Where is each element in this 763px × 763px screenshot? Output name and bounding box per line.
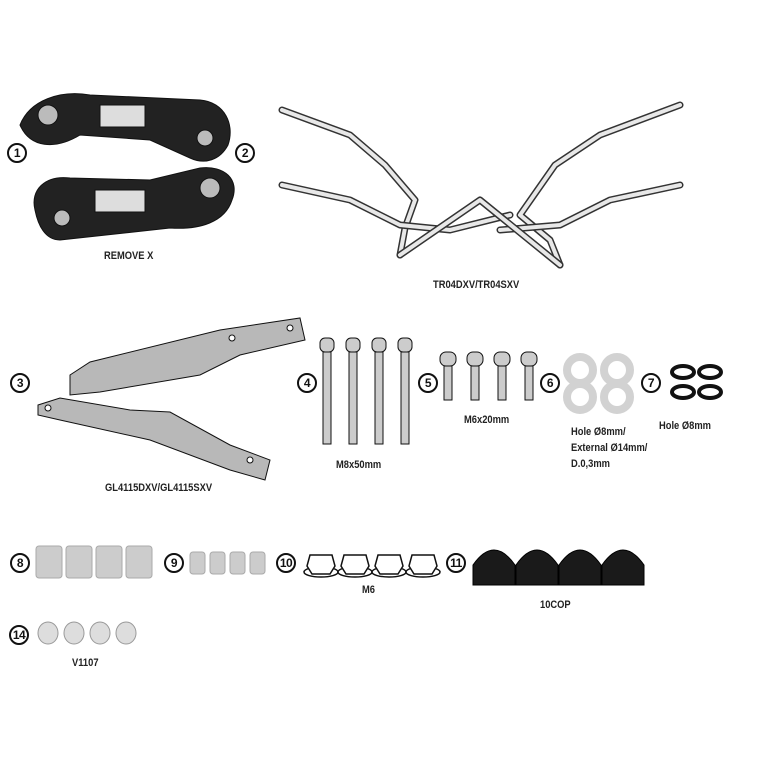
flange-nuts-m6	[303, 554, 441, 578]
part-number-2: 2	[235, 143, 255, 163]
bolt	[345, 337, 361, 445]
part-number-5: 5	[418, 373, 438, 393]
bolts-m6x20	[439, 351, 538, 401]
spring-washers	[670, 364, 723, 400]
part-number-3: 3	[10, 373, 30, 393]
label-m8x50: M8x50mm	[336, 459, 382, 471]
part-number-14: 14	[9, 625, 29, 645]
flat-washers	[563, 353, 634, 414]
spacers-small	[189, 551, 266, 575]
label-10cop: 10COP	[540, 599, 571, 611]
label-washer-line-2: External Ø14mm/	[571, 442, 648, 454]
label-m6: M6	[362, 584, 375, 596]
part-number-9: 9	[164, 553, 184, 573]
label-washer-line-1: Hole Ø8mm/	[571, 426, 626, 438]
part-number-10: 10	[276, 553, 296, 573]
label-washer-line-3: D.0,3mm	[571, 458, 610, 470]
part-number-11: 11	[446, 553, 466, 573]
label-v1107: V1107	[72, 657, 99, 669]
part-number-7: 7	[641, 373, 661, 393]
bolts-m8x50	[319, 337, 413, 445]
remove-bracket-lower	[33, 167, 235, 241]
label-frame: TR04DXV/TR04SXV	[433, 279, 520, 291]
label-remove-x: REMOVE X	[104, 250, 154, 262]
label-spring-washer: Hole Ø8mm	[659, 420, 711, 432]
label-plates: GL4115DXV/GL4115SXV	[105, 482, 213, 494]
cap-nuts-10cop	[472, 549, 645, 586]
tube-frame	[278, 101, 684, 269]
label-m6x20: M6x20mm	[464, 414, 510, 426]
plugs-v1107	[37, 621, 137, 645]
part-number-8: 8	[10, 553, 30, 573]
part-number-6: 6	[540, 373, 560, 393]
mounting-plates	[37, 317, 306, 481]
part-number-1: 1	[7, 143, 27, 163]
bolt	[371, 337, 387, 445]
bolt	[319, 337, 335, 445]
spacers-large	[35, 545, 153, 579]
part-number-4: 4	[297, 373, 317, 393]
bolt	[397, 337, 413, 445]
remove-bracket-upper	[19, 93, 231, 162]
